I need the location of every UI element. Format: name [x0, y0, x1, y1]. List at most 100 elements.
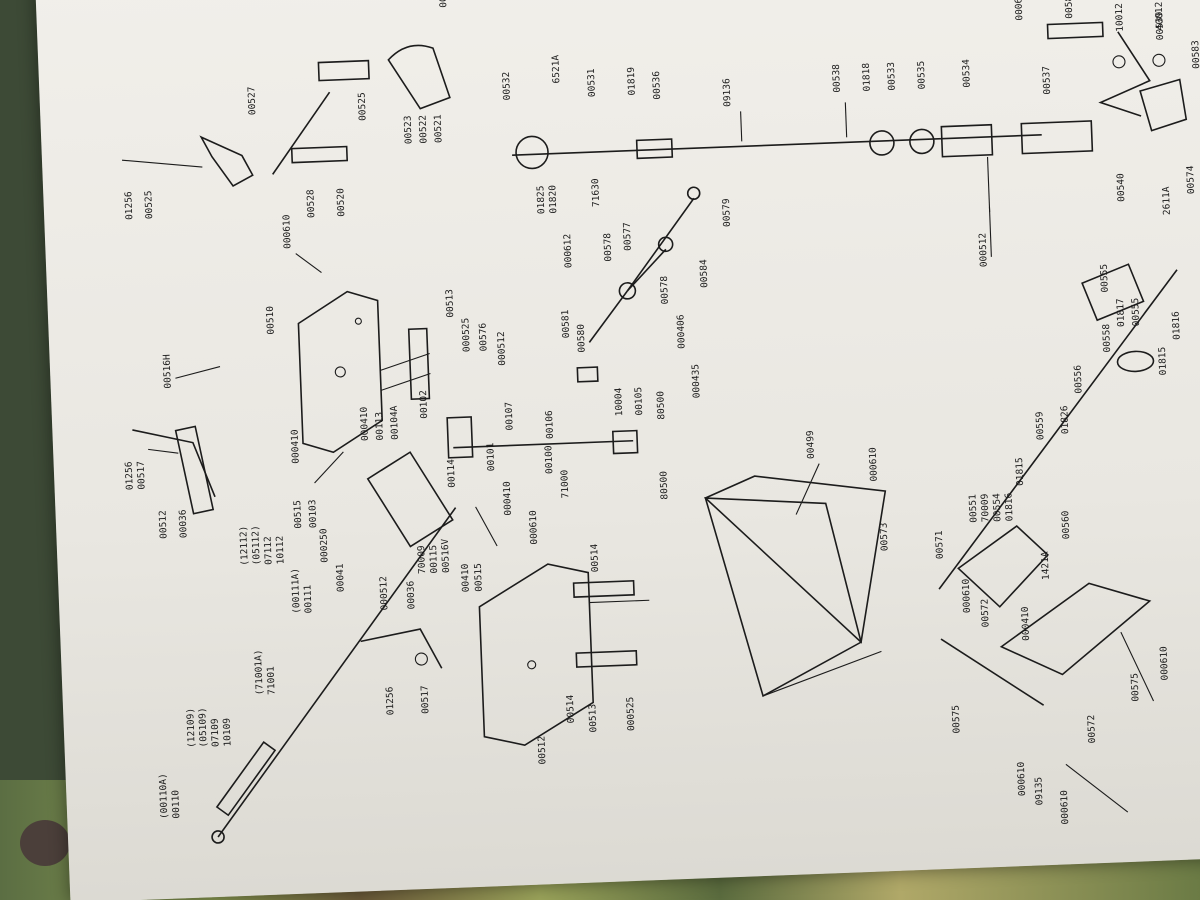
long-rod: [938, 269, 1178, 590]
mount-bracket: [1081, 263, 1145, 322]
label: 000610: [1059, 790, 1071, 825]
plate-bracket: [407, 327, 431, 401]
label: 00551: [967, 494, 979, 523]
label: 000610: [1016, 761, 1028, 796]
main-drive-shaft: [211, 507, 457, 844]
label: 00555: [1099, 264, 1111, 293]
leader-lines: [148, 102, 1155, 702]
label: 00114: [446, 459, 458, 488]
label: 70009: [416, 545, 428, 574]
small-screw: [1152, 53, 1166, 67]
label: 01815: [1014, 457, 1026, 486]
link-arm: [626, 248, 667, 292]
plate-hole: [527, 660, 537, 670]
label: 00102: [418, 390, 430, 419]
label: 01817: [1115, 298, 1127, 327]
shaft-end-cap: [211, 830, 225, 844]
plate-bolt: [380, 372, 431, 391]
label: 00111: [302, 584, 314, 613]
label: 00580: [576, 324, 588, 353]
fabric-spot: [20, 820, 70, 866]
label: (71001A): [253, 649, 266, 695]
label: 00515: [473, 563, 485, 592]
handle-grip: [317, 59, 370, 82]
label: 00113: [374, 412, 386, 441]
label: 00104A: [389, 405, 401, 440]
label: 70009: [979, 493, 991, 522]
label: (12109): [185, 708, 198, 748]
label: 000610: [1158, 646, 1170, 681]
label: 00103: [307, 499, 319, 528]
link-knob: [657, 236, 674, 253]
center-rod: [453, 439, 634, 449]
label: 000512: [378, 576, 390, 611]
label: (00111A): [290, 568, 303, 614]
label: 00115: [428, 545, 440, 574]
link-arm: [626, 197, 695, 292]
label: 10109: [222, 717, 234, 746]
leader-line: [295, 253, 322, 274]
label: 000512: [496, 331, 508, 366]
label: 000612: [1013, 0, 1025, 21]
pivot-plate: [957, 525, 1049, 608]
label: 00106: [544, 410, 556, 439]
small-screw: [1112, 55, 1126, 69]
label: 00554: [991, 493, 1003, 522]
shaft-line: [217, 507, 457, 838]
label: 01256: [384, 686, 396, 715]
label: 00523: [403, 115, 415, 144]
label: 2611A: [1161, 186, 1173, 215]
base-plate: [999, 582, 1152, 676]
part-labels: (00110A) 00110 (12109) (05109) 07109 101…: [123, 0, 1200, 825]
right-shaft: [512, 120, 1094, 212]
shaft-bearing: [869, 130, 895, 156]
label: 71630: [590, 178, 602, 207]
tray-edge: [762, 650, 882, 697]
label: 00559: [1034, 411, 1046, 440]
label: 00573: [878, 522, 890, 551]
label: 00516H: [161, 354, 173, 389]
label: 00575: [951, 705, 963, 734]
label: 00107: [504, 402, 516, 431]
plate-hole: [354, 317, 362, 325]
label: 00522: [418, 115, 430, 144]
label: 07109: [210, 718, 222, 747]
lower-link: [940, 638, 1045, 706]
leader-line: [988, 206, 992, 257]
label: 00536: [651, 70, 663, 99]
label: 00537: [1041, 66, 1053, 95]
handle-bracket: [199, 135, 254, 187]
upper-plate: [297, 290, 384, 454]
label: 00105: [633, 387, 645, 416]
label: 10012: [1114, 3, 1126, 32]
label: 01825: [535, 185, 547, 214]
label: 00517: [419, 685, 431, 714]
lower-bracket: [572, 580, 635, 598]
label: 00576: [478, 322, 490, 351]
label: 00517: [136, 461, 148, 490]
label: 000406: [675, 314, 687, 349]
label: (12112): [238, 526, 251, 566]
label: 00540: [1115, 173, 1127, 202]
lower-pin: [1065, 763, 1129, 813]
label: 00036: [177, 509, 189, 538]
label: 000512: [977, 233, 989, 268]
shaft-sleeve: [635, 138, 674, 160]
label: 000525: [460, 318, 472, 353]
label: 01815: [1157, 347, 1169, 376]
label: 000410: [1020, 606, 1032, 641]
lower-plate: [478, 563, 595, 746]
label: 00539: [1154, 11, 1166, 40]
label: 00036: [405, 580, 417, 609]
label: 00515: [292, 500, 304, 529]
spring-link: [475, 506, 498, 547]
label: 00581: [1063, 0, 1075, 19]
rod-collar: [611, 429, 639, 455]
label: 1421A: [1040, 551, 1052, 580]
label: 40012: [1154, 1, 1166, 30]
label: 00560: [1060, 510, 1072, 539]
label: 00078: [437, 0, 449, 8]
label: (05112): [250, 525, 263, 565]
plate-bolt: [589, 599, 650, 604]
label: 00520: [335, 188, 347, 217]
